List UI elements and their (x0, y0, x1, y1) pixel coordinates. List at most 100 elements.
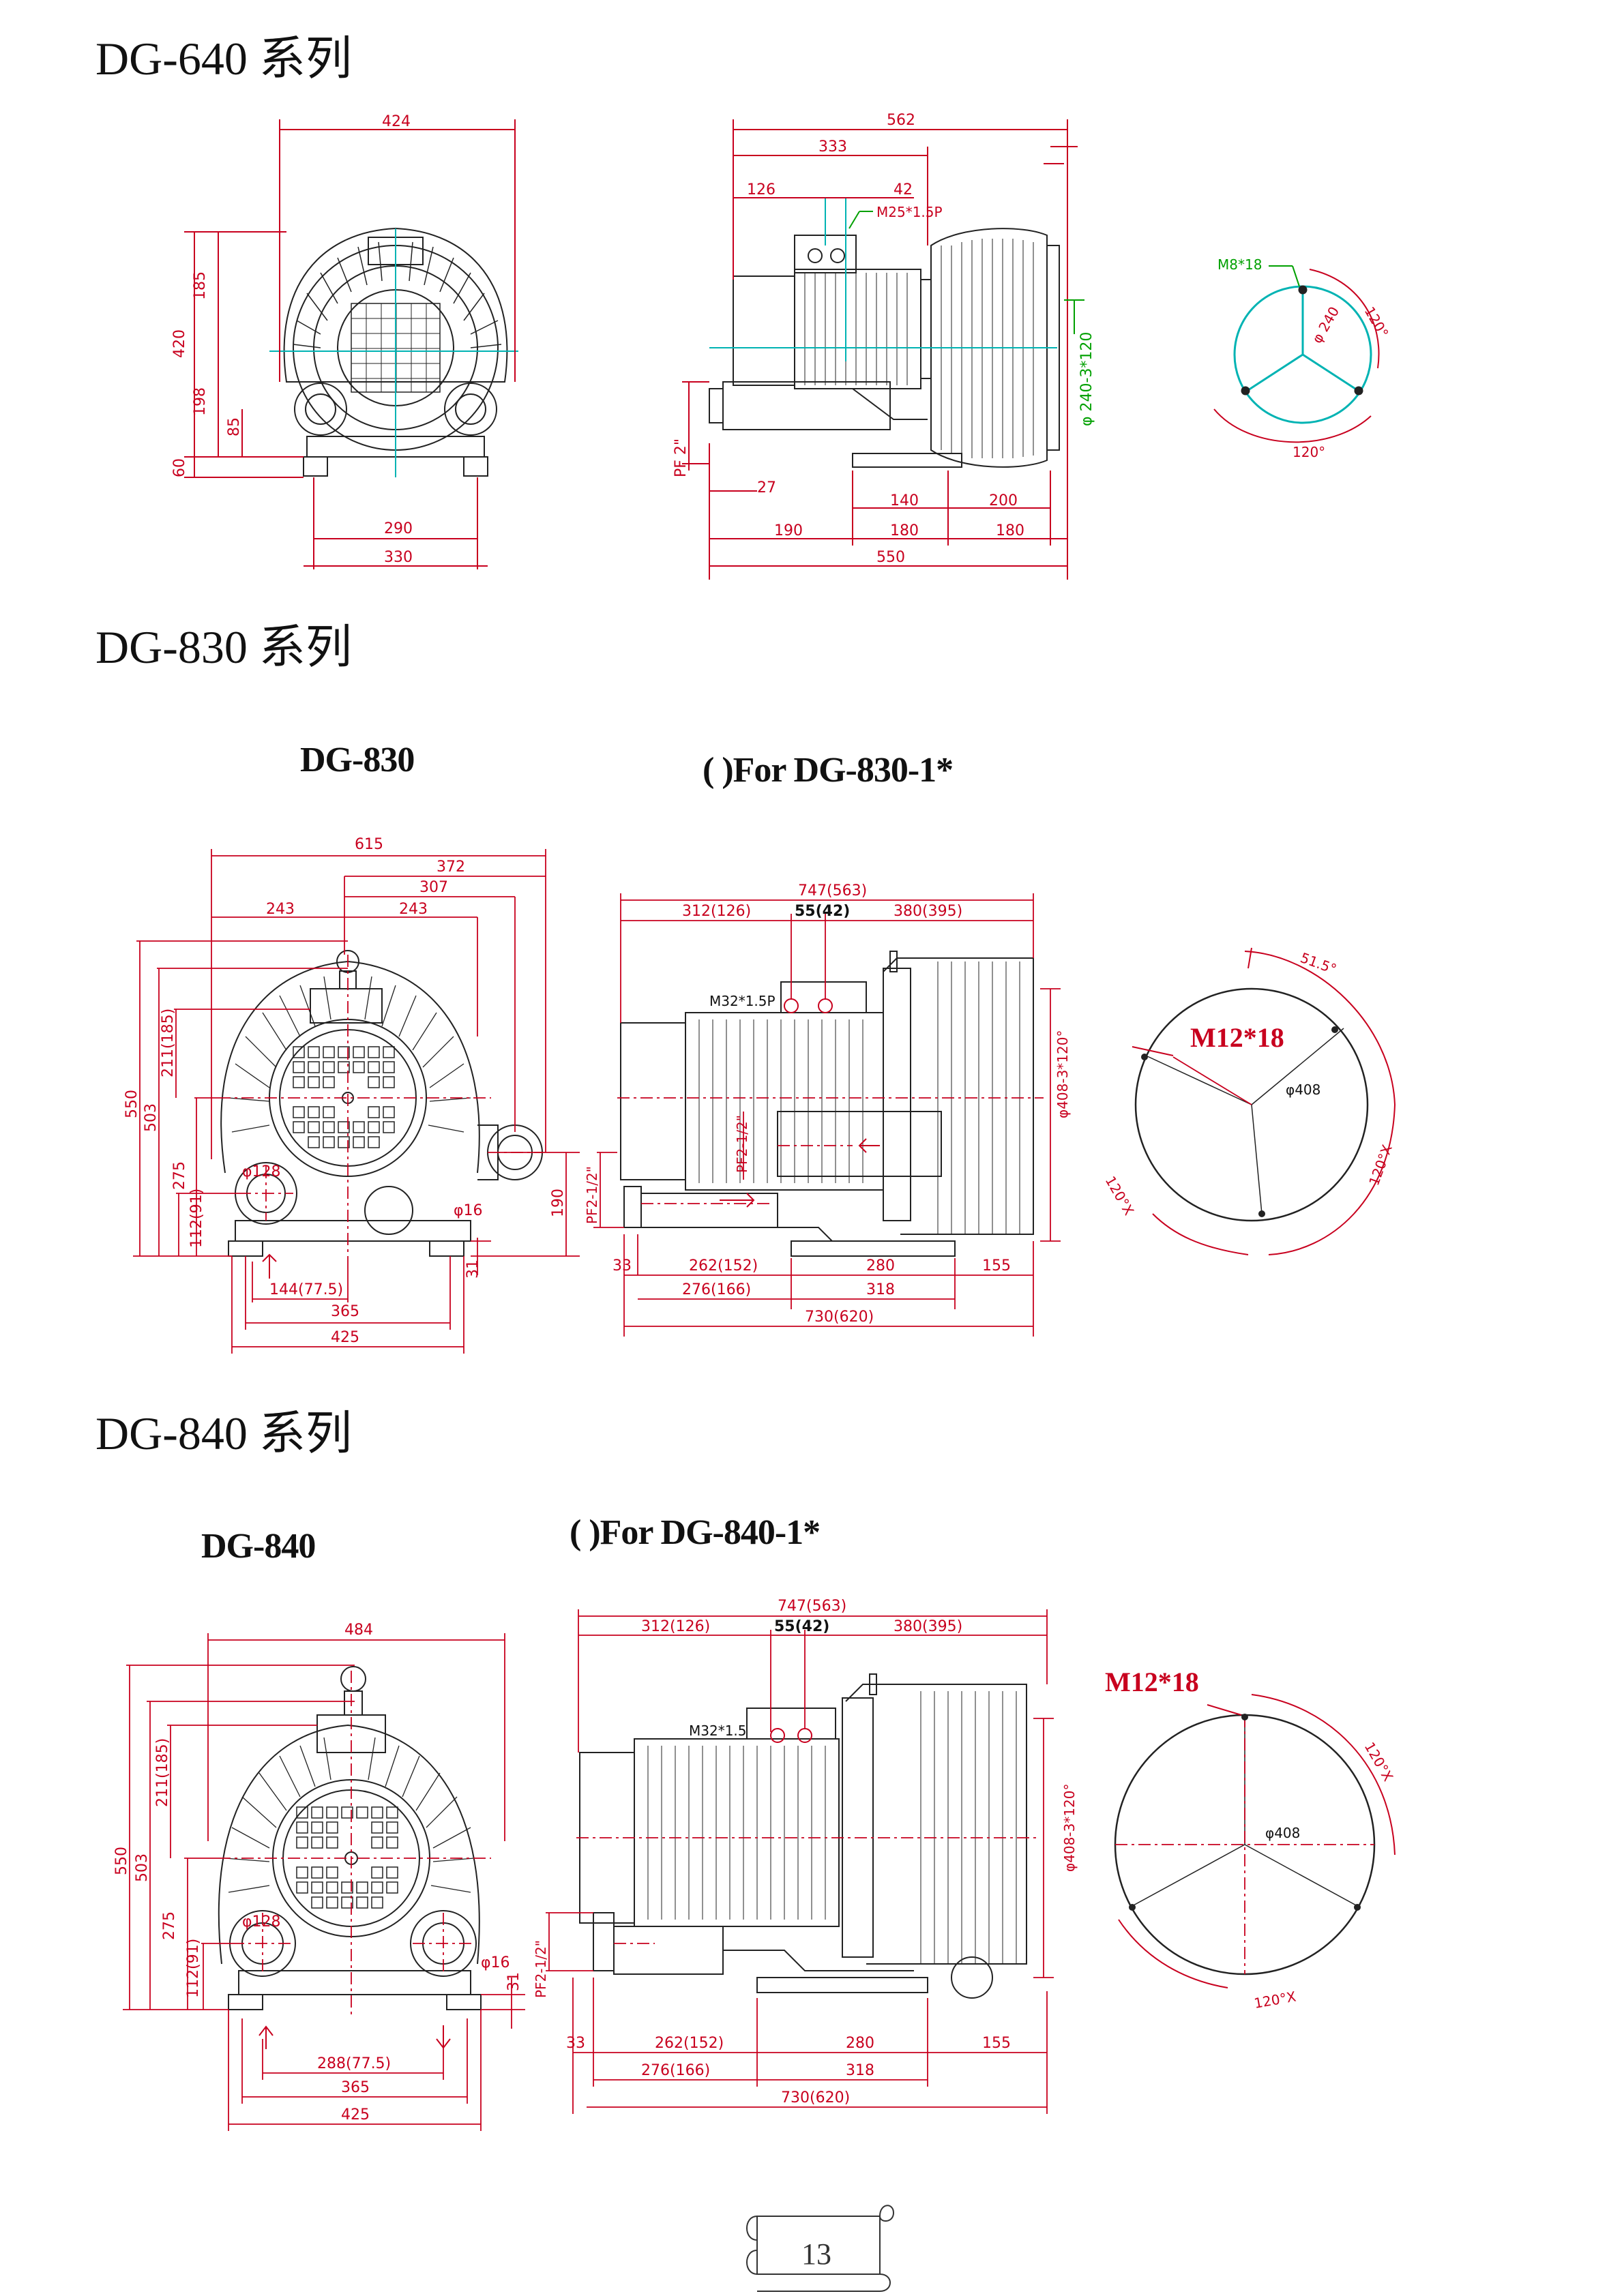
svg-text:φ408-3*120°: φ408-3*120° (1054, 1030, 1071, 1118)
svg-text:180: 180 (996, 522, 1024, 539)
svg-text:312(126): 312(126) (682, 903, 751, 920)
svg-text:51.5°: 51.5° (1298, 949, 1338, 977)
svg-text:112(91): 112(91) (188, 1189, 205, 1248)
svg-text:747(563): 747(563) (778, 1598, 846, 1615)
svg-text:425: 425 (331, 1329, 359, 1346)
svg-text:33: 33 (612, 1257, 632, 1274)
svg-text:243: 243 (399, 901, 428, 918)
svg-text:M12*18: M12*18 (1105, 1667, 1199, 1697)
svg-text:144(77.5): 144(77.5) (269, 1281, 343, 1298)
dg830-front-view (220, 950, 543, 1257)
svg-text:190: 190 (774, 522, 803, 539)
svg-text:31: 31 (464, 1259, 482, 1279)
svg-text:425: 425 (341, 2106, 370, 2123)
svg-text:120°X: 120°X (1102, 1174, 1138, 1219)
page-number: 13 (801, 2237, 831, 2271)
svg-text:200: 200 (989, 492, 1018, 509)
svg-text:280: 280 (846, 2035, 874, 2052)
svg-text:211(185): 211(185) (160, 1009, 177, 1077)
svg-text:372: 372 (437, 859, 465, 876)
svg-text:503: 503 (134, 1853, 151, 1882)
variant-label-dg840: ( )For DG-840-1* (570, 1513, 821, 1552)
svg-text:550: 550 (123, 1090, 141, 1118)
svg-text:276(166): 276(166) (641, 2062, 710, 2079)
svg-text:φ408: φ408 (1286, 1082, 1320, 1098)
svg-text:262(152): 262(152) (689, 1257, 758, 1274)
svg-text:243: 243 (266, 901, 295, 918)
svg-text:42: 42 (894, 181, 913, 198)
svg-text:180: 180 (890, 522, 919, 539)
svg-text:φ16: φ16 (454, 1202, 483, 1219)
svg-text:365: 365 (341, 2079, 370, 2096)
page-number-scroll (746, 2205, 895, 2292)
svg-text:M32*1.5: M32*1.5 (689, 1723, 747, 1739)
svg-text:M12*18: M12*18 (1190, 1022, 1284, 1053)
svg-text:PF2-1/2": PF2-1/2" (533, 1940, 549, 1998)
svg-text:275: 275 (171, 1161, 188, 1190)
dg830-flange-view (1132, 947, 1396, 1255)
svg-text:120°X: 120°X (1365, 1142, 1396, 1188)
svg-text:55(42): 55(42) (774, 1618, 829, 1635)
svg-text:380(395): 380(395) (894, 1618, 962, 1635)
svg-text:420: 420 (171, 329, 188, 358)
dg840-side-view (579, 1673, 1027, 1999)
svg-text:85: 85 (226, 417, 243, 436)
svg-text:φ408-3*120°: φ408-3*120° (1061, 1784, 1078, 1872)
section-title-dg840: DG-840 系列 (95, 1407, 352, 1459)
svg-text:380(395): 380(395) (894, 903, 962, 920)
svg-text:318: 318 (866, 1281, 895, 1298)
svg-text:503: 503 (143, 1103, 160, 1132)
svg-text:120°X: 120°X (1361, 1740, 1397, 1785)
svg-text:33: 33 (566, 2035, 585, 2052)
svg-text:288(77.5): 288(77.5) (317, 2055, 391, 2072)
dg830-side-view (620, 951, 1034, 1257)
svg-text:155: 155 (982, 2035, 1011, 2052)
svg-text:140: 140 (890, 492, 919, 509)
svg-text:318: 318 (846, 2062, 874, 2079)
svg-text:φ 240: φ 240 (1309, 304, 1343, 346)
svg-text:562: 562 (887, 112, 915, 129)
section-title-dg830: DG-830 系列 (95, 621, 352, 673)
svg-text:φ128: φ128 (242, 1163, 281, 1180)
svg-text:185: 185 (192, 271, 209, 300)
svg-text:333: 333 (818, 138, 847, 155)
svg-text:330: 330 (384, 549, 413, 566)
svg-text:PF2-1/2": PF2-1/2" (584, 1166, 600, 1224)
svg-text:730(620): 730(620) (781, 2089, 850, 2106)
dim-424: 424 (382, 113, 411, 130)
svg-text:155: 155 (982, 1257, 1011, 1274)
svg-text:φ16: φ16 (481, 1954, 510, 1971)
svg-text:190: 190 (550, 1189, 567, 1217)
svg-text:φ408: φ408 (1265, 1825, 1300, 1841)
svg-text:112(91): 112(91) (185, 1939, 202, 1998)
svg-text:307: 307 (419, 879, 448, 896)
svg-text:M25*1.5P: M25*1.5P (876, 204, 943, 220)
svg-text:290: 290 (384, 520, 413, 537)
svg-text:312(126): 312(126) (641, 1618, 710, 1635)
svg-text:120°: 120° (1293, 444, 1325, 460)
svg-text:365: 365 (331, 1303, 359, 1320)
svg-text:276(166): 276(166) (682, 1281, 751, 1298)
svg-text:280: 280 (866, 1257, 895, 1274)
model-label-dg830: DG-830 (300, 741, 415, 779)
svg-text:275: 275 (161, 1911, 178, 1940)
dg840-front-view (218, 1666, 482, 2010)
svg-text:126: 126 (747, 181, 776, 198)
svg-text:120°X: 120°X (1253, 1988, 1297, 2011)
svg-text:211(185): 211(185) (154, 1738, 171, 1807)
svg-text:747(563): 747(563) (798, 882, 867, 899)
dg640-flange-view (1213, 265, 1380, 443)
model-label-dg840: DG-840 (201, 1527, 316, 1566)
svg-text:262(152): 262(152) (655, 2035, 724, 2052)
svg-text:484: 484 (344, 1622, 373, 1639)
svg-text:60: 60 (171, 458, 188, 477)
svg-text:198: 198 (192, 387, 209, 416)
svg-text:730(620): 730(620) (805, 1309, 874, 1326)
svg-text:PF2-1/2": PF2-1/2" (734, 1115, 750, 1173)
svg-text:φ 240-3*120: φ 240-3*120 (1078, 332, 1095, 426)
svg-text:M8*18: M8*18 (1217, 256, 1262, 273)
svg-text:55(42): 55(42) (795, 903, 850, 920)
svg-text:615: 615 (355, 836, 383, 853)
svg-text:120°: 120° (1361, 304, 1392, 341)
